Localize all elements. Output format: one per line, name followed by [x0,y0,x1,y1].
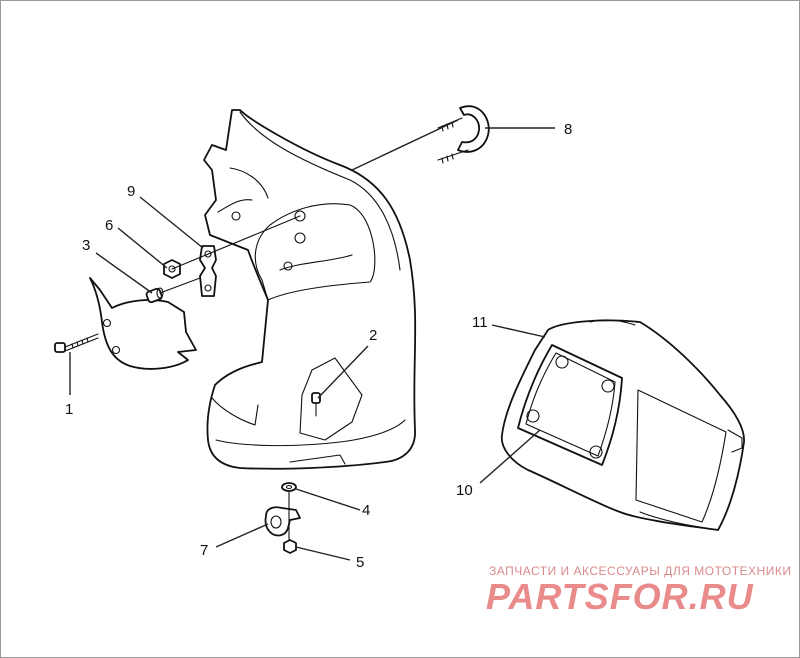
clamp-7 [264,506,301,537]
callout-9: 9 [127,183,135,200]
callout-10: 10 [456,482,473,499]
callout-2: 2 [369,327,377,344]
callout-3: 3 [82,237,90,254]
leader-lines [69,119,555,561]
u-bolt-8 [437,105,490,164]
callout-5: 5 [356,554,364,571]
watermark-tagline: ЗАПЧАСТИ И АКСЕССУАРЫ ДЛЯ МОТОТЕХНИКИ [489,564,792,578]
callout-labels: 1 2 3 4 5 6 7 8 9 10 11 [65,121,572,571]
callout-11: 11 [472,314,488,331]
nut-5 [283,490,297,554]
washer-4 [281,482,297,492]
bracket-9 [159,215,301,297]
lower-cover [89,277,197,370]
screw-2 [311,392,321,417]
callout-1: 1 [65,401,73,418]
lens-10 [517,344,623,466]
callout-4: 4 [362,502,370,519]
callout-7: 7 [200,542,208,559]
callout-8: 8 [564,121,572,138]
fairing-body [203,109,417,470]
callout-6: 6 [105,217,113,234]
watermark-logo: PARTSFOR.RU [486,576,754,617]
bolt-1 [54,333,99,353]
